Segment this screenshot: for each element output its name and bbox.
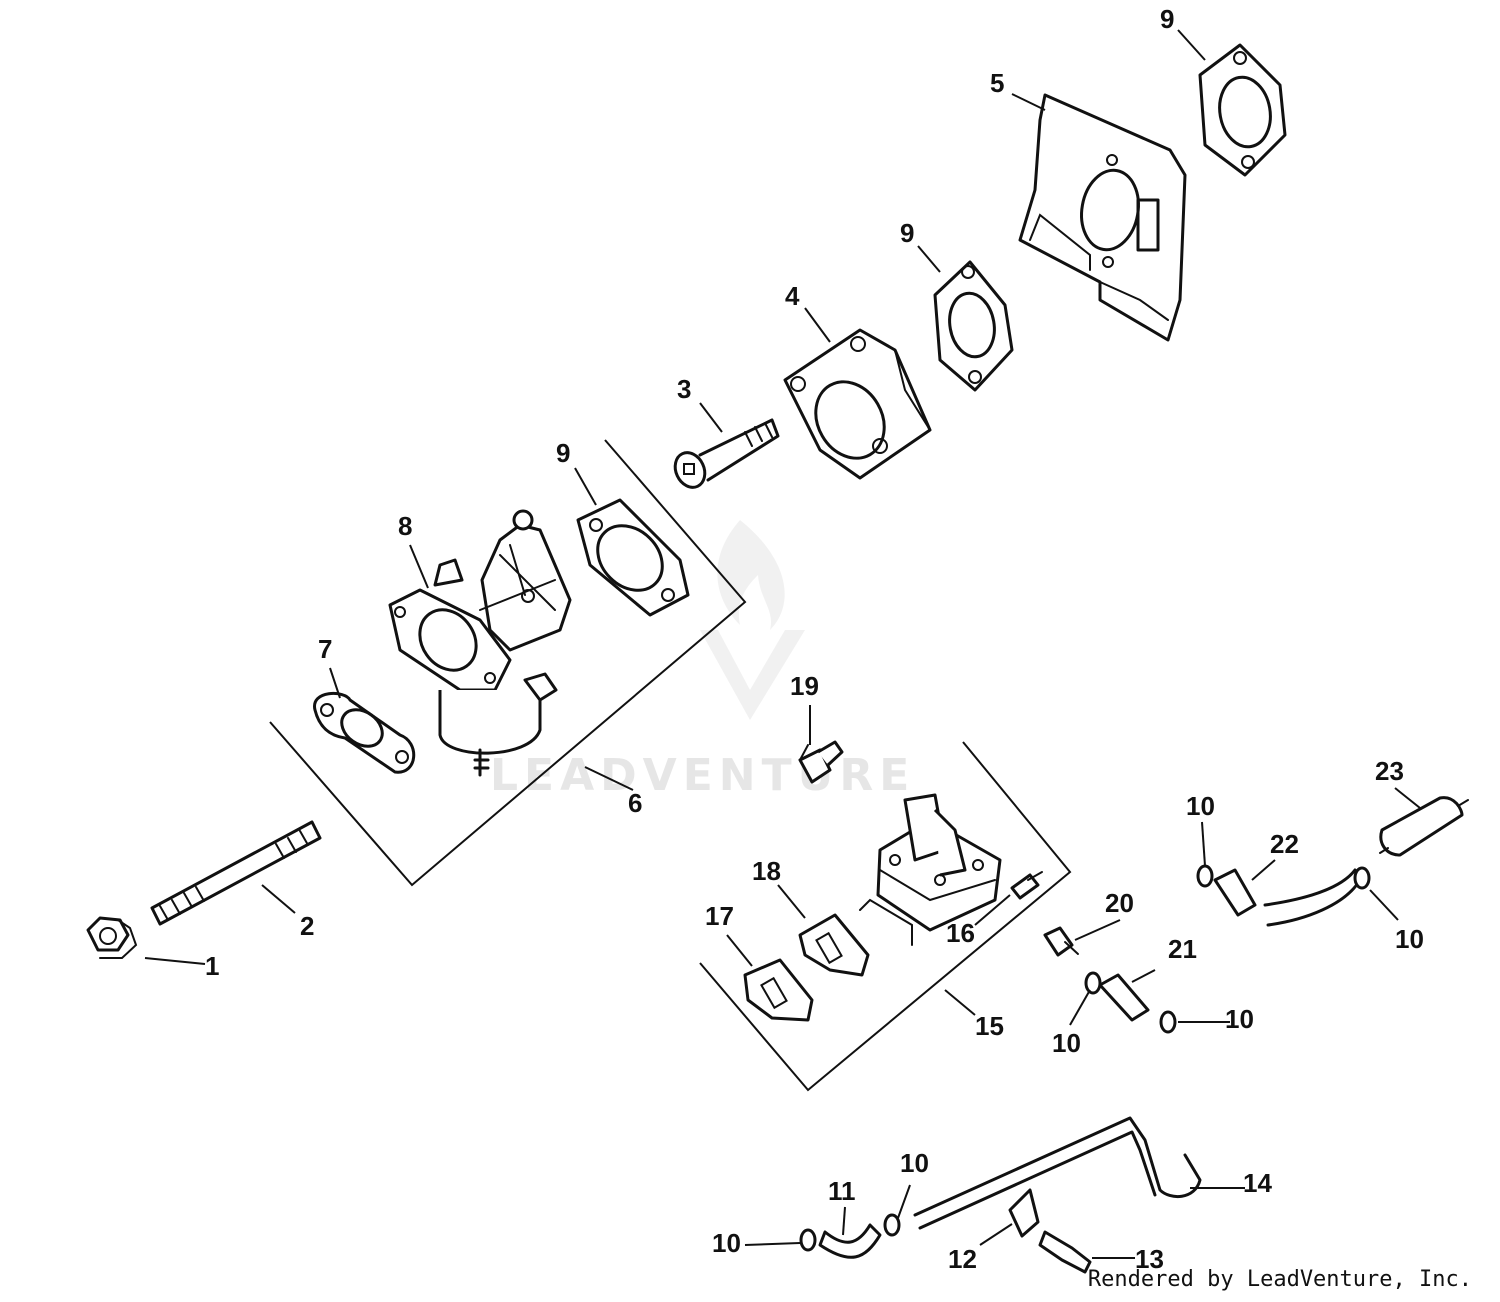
group-15-bracket xyxy=(699,741,1072,1092)
part-9-gasket-upper[interactable] xyxy=(1198,43,1287,177)
callout-numbers: 1 2 3 4 5 6 7 8 9 9 9 10 10 10 10 10 10 … xyxy=(205,4,1424,1274)
callout-18: 18 xyxy=(752,856,781,886)
part-3-bolt[interactable] xyxy=(670,418,780,492)
callout-10-c: 10 xyxy=(1052,1028,1081,1058)
callout-10-b: 10 xyxy=(1395,924,1424,954)
callout-20: 20 xyxy=(1105,888,1134,918)
part-10-clamp-20a[interactable] xyxy=(1084,971,1102,995)
callout-15: 15 xyxy=(975,1011,1004,1041)
callout-16: 16 xyxy=(946,918,975,948)
part-13-bolt[interactable] xyxy=(1038,1230,1092,1274)
callout-1: 1 xyxy=(205,951,219,981)
part-9-gasket-lower[interactable] xyxy=(576,498,690,617)
callout-8: 8 xyxy=(398,511,412,541)
part-14-fuel-line[interactable] xyxy=(913,1116,1202,1230)
part-21-hose[interactable] xyxy=(1098,973,1150,1022)
callout-13: 13 xyxy=(1135,1244,1164,1274)
callout-12: 12 xyxy=(948,1244,977,1274)
part-7-gasket[interactable] xyxy=(313,691,416,774)
callout-3: 3 xyxy=(677,374,691,404)
part-10-clamp-11b[interactable] xyxy=(883,1213,901,1237)
part-19-elbow-fitting[interactable] xyxy=(798,740,844,784)
part-2-stud[interactable] xyxy=(150,820,322,926)
callout-10-a: 10 xyxy=(1186,791,1215,821)
part-4-spacer[interactable] xyxy=(783,328,932,480)
callout-14: 14 xyxy=(1243,1168,1272,1198)
callout-4: 4 xyxy=(785,281,800,311)
callout-10-d: 10 xyxy=(1225,1004,1254,1034)
callout-10-f: 10 xyxy=(900,1148,929,1178)
callout-9-lower: 9 xyxy=(556,438,570,468)
watermark-logo xyxy=(700,520,805,720)
callout-10-e: 10 xyxy=(712,1228,741,1258)
part-15-fuel-pump[interactable] xyxy=(859,793,1002,946)
render-credit: Rendered by LeadVenture, Inc. xyxy=(1087,1267,1472,1292)
part-12-clip[interactable] xyxy=(1008,1188,1040,1238)
group-6-bracket xyxy=(269,439,747,887)
part-23-fuel-filter[interactable] xyxy=(1379,796,1469,857)
callout-2: 2 xyxy=(300,911,314,941)
callout-9-upper: 9 xyxy=(1160,4,1174,34)
callout-23: 23 xyxy=(1375,756,1404,786)
callout-22: 22 xyxy=(1270,829,1299,859)
part-10-clamp-11a[interactable] xyxy=(799,1228,817,1252)
part-10-clamp-22a[interactable] xyxy=(1196,864,1214,888)
part-1-nut[interactable] xyxy=(86,916,138,959)
part-11-hose[interactable] xyxy=(818,1223,882,1259)
part-17-plate[interactable] xyxy=(743,958,814,1022)
callout-9-middle: 9 xyxy=(900,218,914,248)
callout-11: 11 xyxy=(828,1176,856,1206)
part-16-screw[interactable] xyxy=(1010,871,1043,900)
callout-17: 17 xyxy=(705,901,734,931)
callout-21: 21 xyxy=(1168,934,1197,964)
watermark-text: LEADVENTURE xyxy=(490,750,915,801)
part-9-gasket-middle[interactable] xyxy=(933,260,1014,392)
callout-19: 19 xyxy=(790,671,819,701)
part-20-fitting[interactable] xyxy=(1043,926,1079,957)
part-5-heat-shield[interactable] xyxy=(1018,93,1187,342)
part-18-gasket[interactable] xyxy=(798,913,870,977)
leader-lines xyxy=(144,29,1421,1259)
part-22-hose[interactable] xyxy=(1213,868,1362,927)
part-10-clamp-22b[interactable] xyxy=(1353,866,1371,890)
part-10-clamp-20b[interactable] xyxy=(1159,1010,1177,1034)
callout-6: 6 xyxy=(628,788,642,818)
part-8-carburetor[interactable] xyxy=(388,509,572,777)
callout-7: 7 xyxy=(318,634,332,664)
callout-5: 5 xyxy=(990,68,1004,98)
